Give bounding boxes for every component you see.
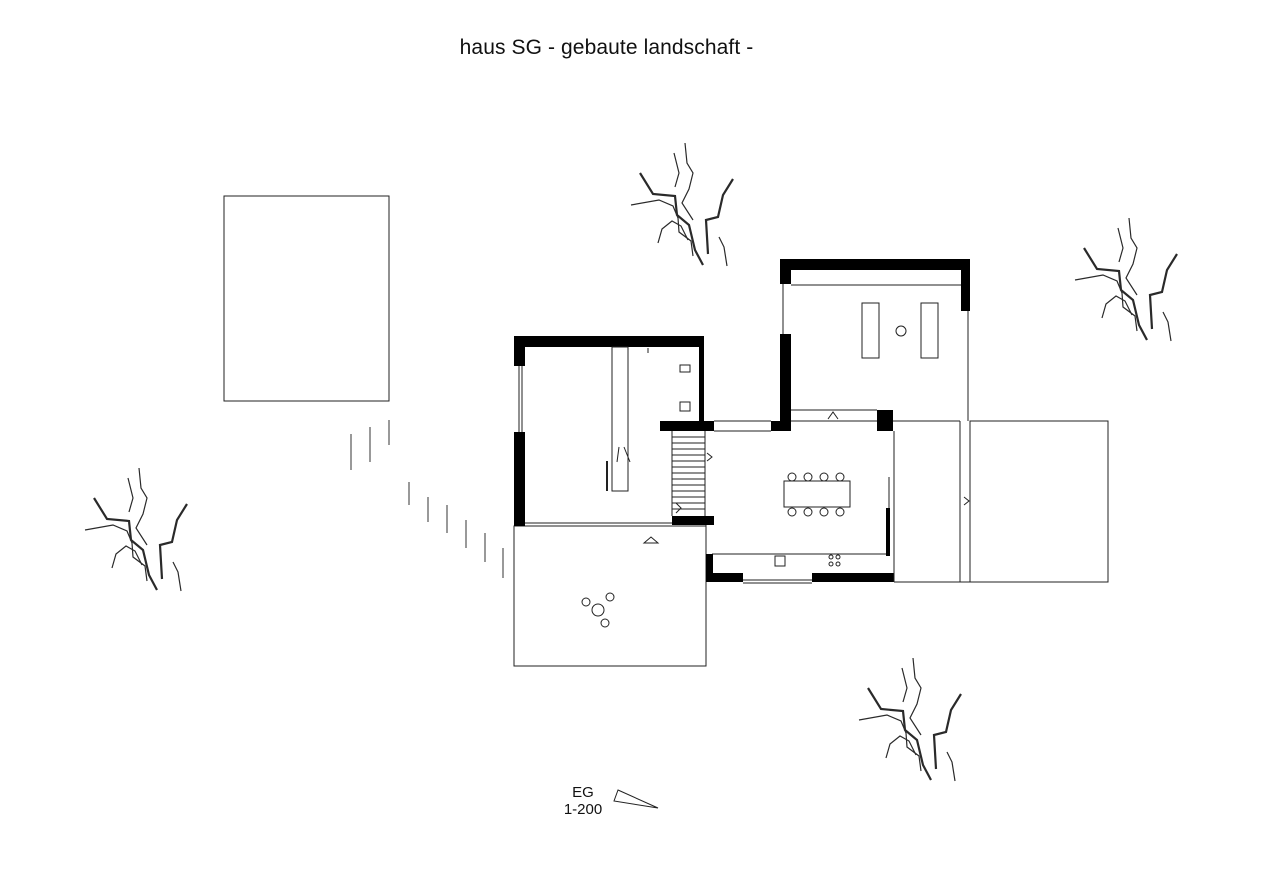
tree-symbol (1074, 217, 1178, 342)
living-dining (705, 409, 1108, 584)
scale-label: 1-200 (563, 801, 603, 818)
outbuilding (223, 195, 390, 402)
level-label: EG (572, 784, 594, 801)
tree-symbol (630, 142, 734, 267)
terrace-stones (581, 592, 615, 628)
terrace-east (969, 420, 1109, 583)
entry-arrow (642, 536, 660, 544)
drawing-title: haus SG - gebaute landschaft - (459, 36, 754, 59)
tree-symbol (84, 467, 188, 592)
terrace-west (513, 525, 707, 667)
staircase (660, 421, 714, 516)
tree-symbol (858, 657, 962, 782)
north-arrow (613, 789, 659, 809)
plan-label: EG 1-200 (560, 784, 606, 818)
west-cube (514, 336, 714, 526)
north-cube (780, 259, 970, 431)
stepping-path (350, 420, 504, 578)
